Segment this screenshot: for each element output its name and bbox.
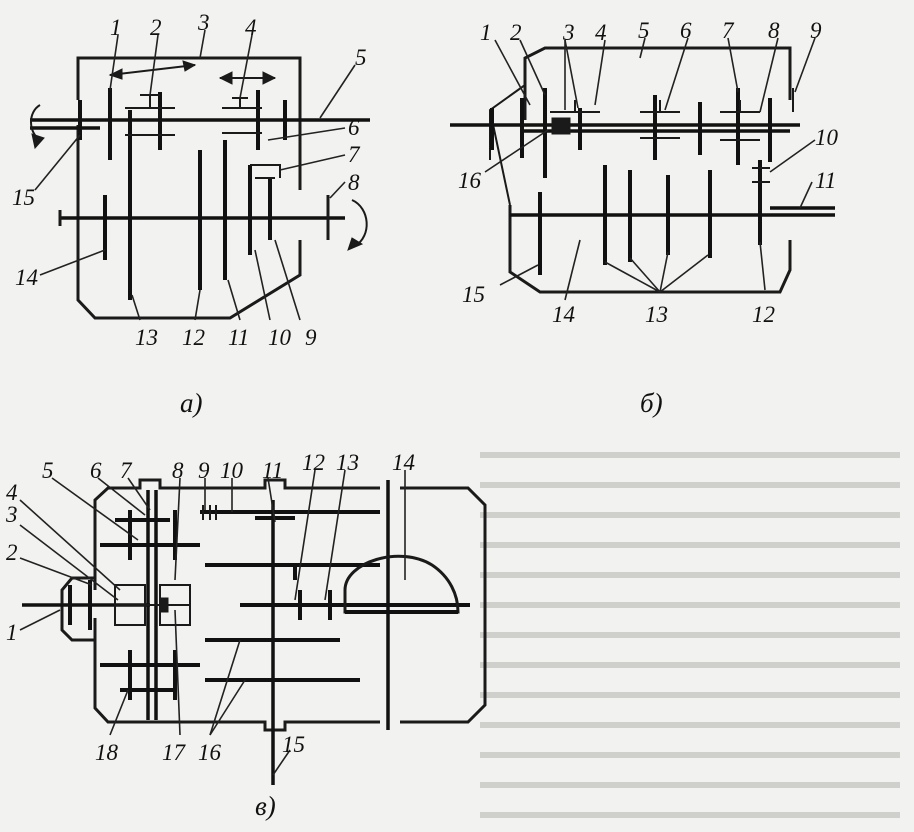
label-a-14: 14 (15, 265, 38, 290)
background-text-lines (480, 452, 900, 818)
label-c-10: 10 (220, 458, 244, 483)
label-b-11: 11 (815, 168, 836, 193)
label-c-14: 14 (392, 450, 415, 475)
label-c-1: 1 (6, 620, 18, 645)
label-c-12: 12 (302, 450, 325, 475)
label-c-5: 5 (42, 458, 54, 483)
label-c-15: 15 (282, 732, 305, 757)
label-a-10: 10 (268, 325, 292, 350)
label-b-2: 2 (510, 20, 522, 45)
label-b-6: 6 (680, 18, 692, 43)
label-b-10: 10 (815, 125, 839, 150)
label-b-1: 1 (480, 20, 492, 45)
label-b-16: 16 (458, 168, 482, 193)
label-b-5: 5 (638, 18, 650, 43)
label-a-11: 11 (228, 325, 249, 350)
label-c-18: 18 (95, 740, 119, 765)
label-a-2: 2 (150, 15, 162, 40)
caption-c: в) (255, 791, 276, 821)
label-b-8: 8 (768, 18, 780, 43)
label-a-12: 12 (182, 325, 205, 350)
label-a-8: 8 (348, 170, 360, 195)
label-b-4: 4 (595, 20, 607, 45)
caption-b: б) (640, 388, 663, 418)
label-a-3: 3 (197, 10, 210, 35)
label-c-7: 7 (120, 458, 133, 483)
label-c-4: 4 (6, 480, 18, 505)
caption-a: а) (180, 388, 203, 418)
label-a-15: 15 (12, 185, 35, 210)
label-b-9: 9 (810, 18, 822, 43)
label-a-13: 13 (135, 325, 158, 350)
label-c-11: 11 (262, 458, 283, 483)
label-b-7: 7 (722, 18, 735, 43)
label-b-3: 3 (562, 20, 575, 45)
scheme-c: 1 2 3 4 5 6 7 8 9 10 11 12 13 14 15 16 1… (5, 450, 487, 821)
label-c-8: 8 (172, 458, 184, 483)
label-a-1: 1 (110, 15, 122, 40)
label-a-4: 4 (245, 15, 257, 40)
label-a-7: 7 (348, 142, 361, 167)
label-b-12: 12 (752, 302, 775, 327)
label-b-15: 15 (462, 282, 485, 307)
label-b-13: 13 (645, 302, 668, 327)
label-c-2: 2 (6, 540, 18, 565)
label-a-5: 5 (355, 45, 367, 70)
label-c-13: 13 (336, 450, 359, 475)
label-c-3: 3 (5, 502, 18, 527)
scheme-b: 1 2 3 4 5 6 7 8 9 10 11 12 13 14 15 16 б… (450, 18, 839, 418)
label-a-9: 9 (305, 325, 317, 350)
label-c-6: 6 (90, 458, 102, 483)
label-a-6: 6 (348, 115, 360, 140)
label-c-9: 9 (198, 458, 210, 483)
scheme-a: 1 2 3 4 5 6 7 8 9 10 11 12 13 14 15 а) (12, 10, 370, 418)
label-c-16: 16 (198, 740, 222, 765)
label-c-17: 17 (162, 740, 187, 765)
label-b-14: 14 (552, 302, 575, 327)
